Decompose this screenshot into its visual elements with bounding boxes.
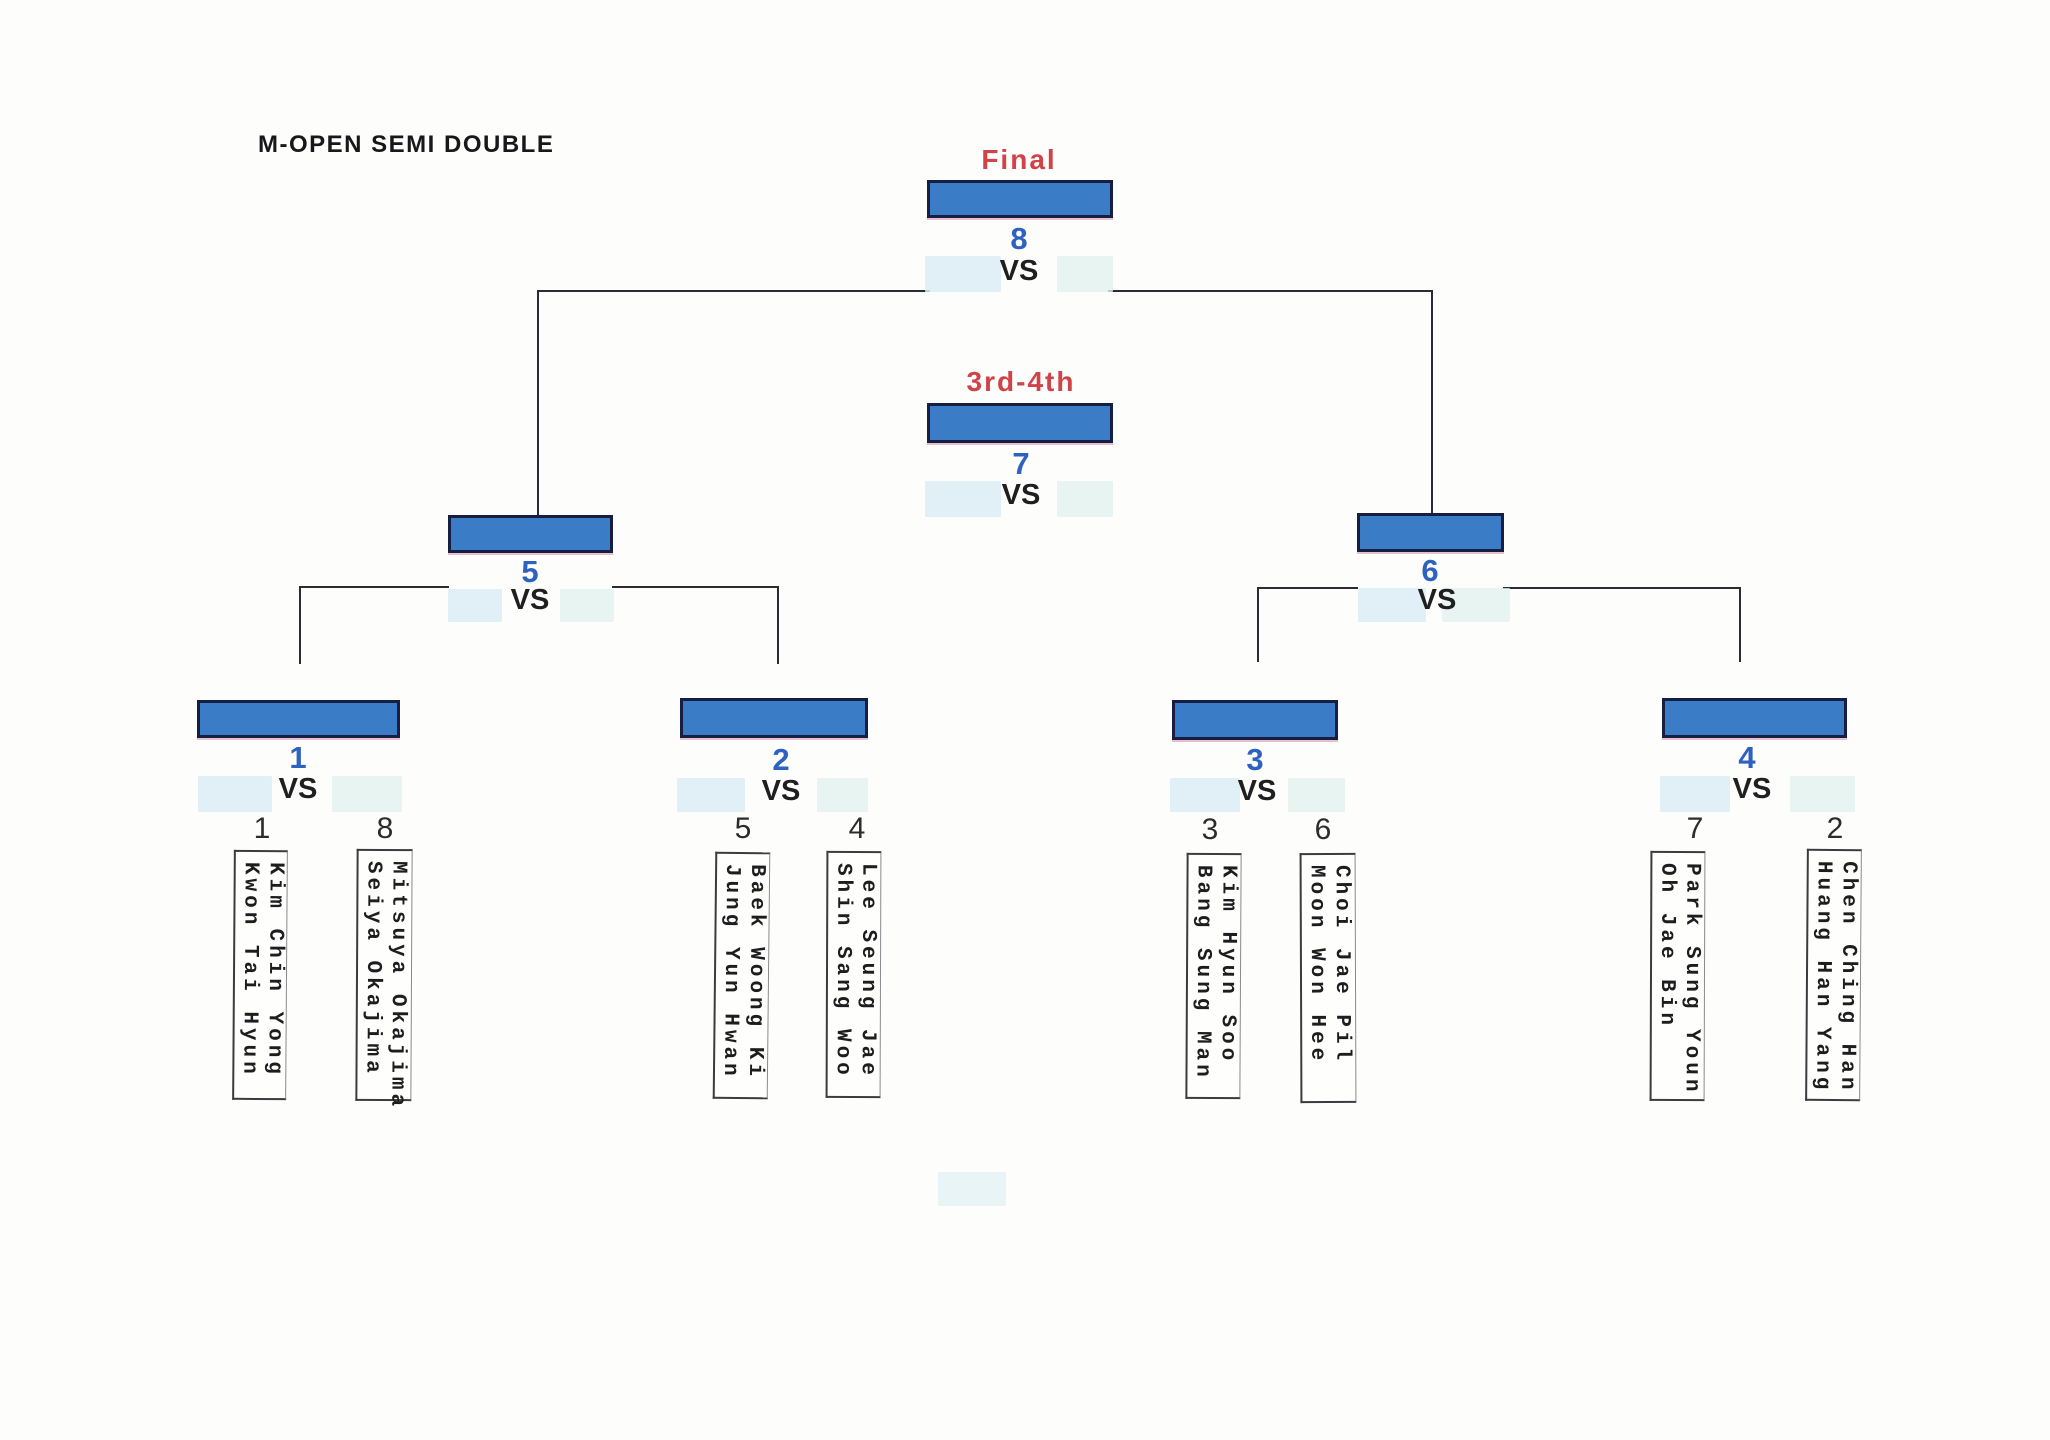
team-slip: Huang Han Yang Chen Ching Han [1805, 848, 1862, 1102]
final-round-label: Final [981, 144, 1057, 175]
team-names: Moon Won Hee Choi Jae Pil [1304, 865, 1356, 1097]
team-names: Bang Sung Man Kim Hyun Soo [1189, 865, 1240, 1093]
player-name: Kim Chin Yong [262, 862, 287, 1079]
team-slip: Bang Sung Man Kim Hyun Soo [1185, 852, 1242, 1100]
semifinal-6-match-bar [1357, 513, 1504, 552]
third-fourth-match-bar [927, 403, 1113, 443]
connector-final-left-drop [537, 290, 539, 517]
semifinal-5-match-bar [448, 515, 613, 553]
team-slip: Shin Sang Woo Lee Seung Jae [825, 850, 882, 1099]
player-name: Bang Sung Man [1190, 864, 1215, 1081]
player-name: Huang Han Yang [1810, 860, 1835, 1094]
third-fourth-score-box-right [1057, 481, 1113, 517]
quarterfinal-1-score-box-left [198, 776, 272, 812]
semifinal-6-match-number: 6 [1421, 553, 1439, 588]
final-score-box-left [925, 256, 1001, 292]
connector-sf5-right-drop [777, 586, 779, 664]
semifinal-5-score-box-right [560, 589, 614, 622]
team-slip: Moon Won Hee Choi Jae Pil [1299, 852, 1357, 1104]
quarterfinal-2-match-number: 2 [772, 742, 790, 777]
player-name: Choi Jae Pil [1329, 864, 1354, 1065]
semifinal-6-vs-label: VS [1417, 584, 1457, 616]
quarterfinal-3-match-number: 3 [1246, 742, 1264, 777]
connector-sf6-left [1257, 587, 1358, 589]
scan-smudge [938, 1172, 1006, 1206]
quarterfinal-3-score-box-left [1170, 778, 1240, 812]
seed-number: 1 [253, 812, 271, 845]
seed-number: 6 [1314, 813, 1332, 846]
seed-number: 5 [734, 812, 752, 845]
seed-number: 7 [1686, 812, 1704, 845]
page-title: M-OPEN SEMI DOUBLE [258, 131, 555, 158]
team-names: Huang Han Yang Chen Ching Han [1809, 861, 1861, 1095]
connector-sf5-left [299, 586, 449, 588]
quarterfinal-1-score-box-right [332, 776, 402, 812]
seed-number: 3 [1201, 813, 1219, 846]
connector-sf6-left-drop [1257, 587, 1259, 662]
player-name: Kim Hyun Soo [1215, 865, 1240, 1065]
team-slip: Jung Yun Hwan Baek Woong Ki [712, 851, 771, 1100]
team-names: Oh Jae Bin Park Sung Youn [1654, 862, 1705, 1096]
semifinal-5-score-box-left [448, 589, 502, 622]
player-name: Oh Jae Bin [1654, 862, 1679, 1030]
semifinal-5-match-number: 5 [521, 554, 539, 589]
quarterfinal-1-vs-label: VS [278, 773, 318, 805]
semifinal-6-score-box-right [1442, 588, 1510, 622]
quarterfinal-2-score-box-left [677, 778, 745, 812]
player-name: Lee Seung Jae [855, 863, 880, 1079]
team-slip: Seiya Okajima Mitsuya Okajima [355, 848, 413, 1111]
quarterfinal-4-score-box-left [1660, 776, 1730, 812]
third-fourth-match-number: 7 [1012, 446, 1030, 481]
quarterfinal-2-match-bar [680, 698, 868, 738]
team-slip: Oh Jae Bin Park Sung Youn [1649, 850, 1706, 1102]
quarterfinal-2-vs-label: VS [761, 775, 801, 807]
player-name: Shin Sang Woo [830, 862, 855, 1079]
quarterfinal-1-match-bar [197, 700, 400, 738]
connector-final-right-drop [1431, 290, 1433, 515]
player-name: Park Sung Youn [1679, 863, 1704, 1096]
quarterfinal-2-score-box-right [817, 778, 868, 812]
team-slip: Kwon Tai Hyun Kim Chin Yong [232, 849, 288, 1101]
quarterfinal-1-match-number: 1 [289, 740, 307, 775]
semifinal-6-score-box-left [1358, 588, 1426, 622]
quarterfinal-4-vs-label: VS [1732, 773, 1772, 805]
connector-sf5-right [612, 586, 779, 588]
quarterfinal-3-match-bar [1172, 700, 1338, 740]
seed-number: 2 [1826, 812, 1844, 845]
quarterfinal-4-match-number: 4 [1738, 740, 1756, 775]
connector-sf6-right [1503, 587, 1741, 589]
player-name: Seiya Okajima [360, 860, 385, 1077]
final-match-bar [927, 180, 1113, 218]
team-names: Kwon Tai Hyun Kim Chin Yong [236, 862, 287, 1094]
seed-number: 4 [848, 812, 866, 845]
semifinal-5-vs-label: VS [510, 584, 550, 616]
player-name: Jung Yun Hwan [717, 863, 744, 1080]
connector-sf6-right-drop [1739, 587, 1741, 662]
team-names: Shin Sang Woo Lee Seung Jae [830, 863, 881, 1092]
third-fourth-round-label: 3rd-4th [966, 366, 1076, 397]
quarterfinal-3-vs-label: VS [1237, 775, 1277, 807]
quarterfinal-3-score-box-right [1288, 778, 1345, 812]
third-fourth-vs-label: VS [1001, 479, 1041, 511]
connector-sf5-left-drop [299, 586, 301, 664]
connector-final-left [537, 290, 930, 292]
connector-final-right [1108, 290, 1433, 292]
team-names: Jung Yun Hwan Baek Woong Ki [717, 864, 769, 1094]
player-name: Baek Woong Ki [742, 864, 769, 1081]
final-match-number: 8 [1010, 221, 1028, 256]
player-name: Chen Ching Han [1835, 861, 1860, 1094]
player-name: Mitsuya Okajima [385, 861, 410, 1111]
final-vs-label: VS [999, 255, 1039, 287]
quarterfinal-4-match-bar [1662, 698, 1847, 738]
third-fourth-score-box-left [925, 481, 1001, 517]
team-names: Seiya Okajima Mitsuya Okajima [359, 860, 411, 1111]
player-name: Kwon Tai Hyun [237, 861, 262, 1078]
player-name: Moon Won Hee [1304, 865, 1329, 1065]
final-score-box-right [1057, 256, 1113, 292]
quarterfinal-4-score-box-right [1790, 776, 1855, 812]
seed-number: 8 [376, 812, 394, 845]
